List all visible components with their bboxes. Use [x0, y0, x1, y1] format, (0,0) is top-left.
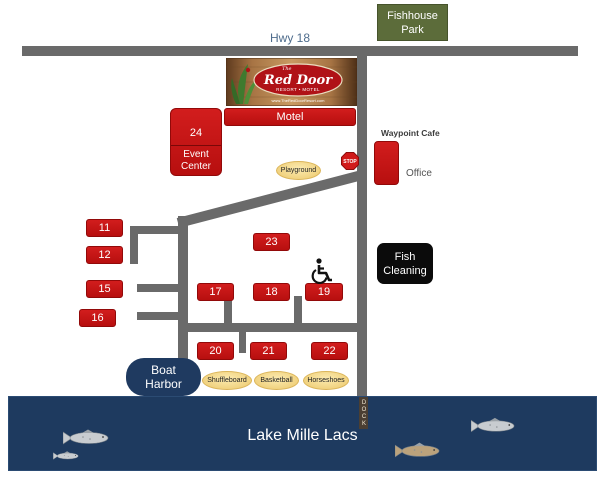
- driveway: [239, 331, 246, 353]
- site-marker: 18: [253, 283, 290, 301]
- boat-harbor-label-line: Boat: [151, 363, 176, 377]
- fishhouse-park-label-line: Park: [401, 23, 424, 36]
- site-marker: 19: [305, 283, 343, 301]
- logo-url: www.TheRedDoorResort.com: [272, 98, 326, 103]
- wheelchair-icon: [311, 258, 332, 284]
- highway-label: Hwy 18: [269, 31, 310, 45]
- fish-cleaning-station: Fish Cleaning: [377, 243, 433, 284]
- playground-area: Playground: [276, 161, 321, 180]
- fish-cleaning-label-line: Cleaning: [383, 264, 427, 277]
- event-center-building: 24 Event Center: [170, 108, 222, 176]
- stop-sign-octagon: [341, 152, 359, 170]
- event-center-label-line: Event: [183, 149, 209, 160]
- logo-oval: [253, 63, 343, 97]
- site-marker: 17: [197, 283, 234, 301]
- site-number: 24: [189, 127, 203, 139]
- wheelchair-head: [316, 258, 322, 264]
- site-marker: 23: [253, 233, 290, 251]
- stop-sign-label: STOP: [343, 159, 357, 165]
- basketball-court: Basketball: [254, 371, 299, 390]
- leaf: [238, 64, 248, 104]
- wheelchair-wheel: [311, 269, 328, 284]
- site-marker: 20: [197, 342, 234, 360]
- motel-building: Motel: [224, 108, 356, 126]
- logo-subtitle: RESORT • MOTEL: [276, 87, 320, 92]
- driveway: [137, 284, 180, 292]
- lake-label: Lake Mille Lacs: [247, 427, 358, 444]
- main-road: [357, 56, 367, 397]
- event-center-label: Event Center: [171, 149, 221, 173]
- wheelchair-body: [317, 265, 332, 282]
- waypoint-cafe-label: Waypoint Cafe: [381, 128, 440, 138]
- logo-name: Red Door: [263, 73, 333, 88]
- office-label: Office: [406, 168, 432, 179]
- horseshoes-pit: Horseshoes: [303, 371, 349, 390]
- highway-road: [22, 46, 578, 56]
- berry: [245, 67, 251, 73]
- fish-icon: [53, 451, 79, 460]
- west-branch-spur: [130, 226, 138, 264]
- west-branch-road: [130, 226, 180, 234]
- west-road: [178, 216, 188, 360]
- divider: [171, 145, 221, 146]
- stop-sign-icon: STOP: [341, 152, 359, 170]
- site-marker: 12: [86, 246, 123, 264]
- fishhouse-park-label-line: Fishhouse: [387, 9, 438, 22]
- fishhouse-park-marker: Fishhouse Park: [377, 4, 448, 41]
- diagonal-road: [176, 170, 364, 228]
- driveway: [294, 296, 302, 324]
- site-marker: 16: [79, 309, 116, 327]
- dock: DOCK: [359, 397, 368, 429]
- shuffleboard-court: Shuffleboard: [202, 371, 252, 390]
- site-marker: 22: [311, 342, 348, 360]
- boat-harbor-label-line: Harbor: [145, 377, 182, 391]
- lake: Lake Mille Lacs: [8, 396, 597, 471]
- site-marker: 11: [86, 219, 123, 237]
- driveway: [137, 312, 180, 320]
- south-road: [183, 323, 365, 332]
- event-center-label-line: Center: [180, 161, 211, 172]
- leaf: [231, 78, 240, 104]
- red-door-resort-logo: The Red Door RESORT • MOTEL www.TheRedDo…: [226, 58, 357, 106]
- site-marker: 21: [250, 342, 287, 360]
- site-marker: 15: [86, 280, 123, 298]
- office-building: [374, 141, 399, 185]
- logo-the: The: [282, 66, 292, 72]
- driveway: [224, 300, 232, 324]
- boat-harbor: Boat Harbor: [126, 358, 201, 396]
- fish-cleaning-label-line: Fish: [394, 250, 416, 263]
